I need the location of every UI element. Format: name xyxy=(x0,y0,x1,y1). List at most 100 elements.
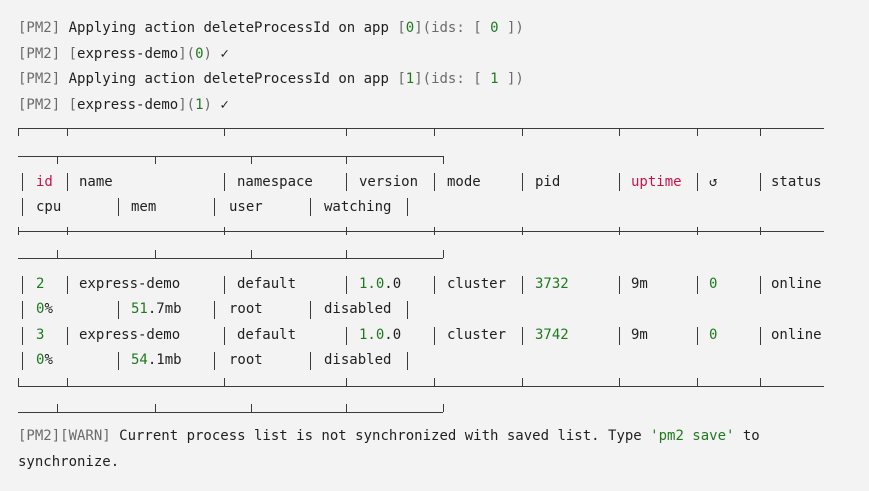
border-tick xyxy=(251,156,252,164)
col-header-mode: mode xyxy=(447,174,481,190)
app-index: 1 xyxy=(405,71,415,87)
cell-namespace: default xyxy=(237,276,297,292)
warn-suffix: to xyxy=(734,428,760,444)
col-header-name: name xyxy=(79,174,113,190)
ids-close: ]) xyxy=(498,20,524,36)
cell-pid: 3742 xyxy=(535,327,569,343)
bracket: [ xyxy=(68,46,78,62)
cell-id: 3 xyxy=(36,327,45,343)
cell-status: online xyxy=(771,276,822,292)
bracket: ] xyxy=(178,97,187,113)
cell-restarts: 0 xyxy=(709,276,718,292)
process-id: 0 xyxy=(490,20,499,36)
cell-pid: 3732 xyxy=(535,276,569,292)
warn-command: 'pm2 save' xyxy=(650,428,735,444)
border-tick xyxy=(155,156,156,164)
paren: ( xyxy=(186,97,196,113)
log-line-1: [PM2] Applying action deleteProcessId on… xyxy=(18,15,524,41)
col-header-status: status xyxy=(771,174,822,190)
bracket: [ xyxy=(397,71,406,87)
cell-watching: disabled xyxy=(324,352,392,368)
ids-close: ]) xyxy=(498,71,524,87)
bracket: [ xyxy=(68,97,78,113)
pm2-prefix: [PM2] xyxy=(18,97,61,113)
process-id: 0 xyxy=(195,46,204,62)
table-mid-border-cont xyxy=(18,258,443,259)
border-tick xyxy=(619,128,620,136)
col-header-uptime: uptime xyxy=(631,174,682,190)
border-tick xyxy=(57,156,58,164)
check-icon: ✓ xyxy=(220,46,229,62)
cell-cpu: 0% xyxy=(36,352,53,368)
ids-open: (ids: [ xyxy=(422,20,491,36)
log-line-3: [PM2] Applying action deleteProcessId on… xyxy=(18,66,524,92)
app-name: express-demo xyxy=(77,46,179,62)
border-tick xyxy=(697,128,698,136)
paren: ) xyxy=(203,46,212,62)
cell-version: 1.0.0 xyxy=(359,327,402,343)
warning-line: [PM2][WARN] Current process list is not … xyxy=(18,423,760,449)
table-top-border-cont xyxy=(18,156,443,157)
border-tick xyxy=(346,156,347,164)
table-mid-border xyxy=(18,231,824,232)
restart-icon: ↺ xyxy=(709,174,718,190)
col-header-pid: pid xyxy=(535,174,561,190)
pm2-prefix: [PM2] xyxy=(18,20,61,36)
cell-user: root xyxy=(229,301,263,317)
log-text: Applying action deleteProcessId on app xyxy=(68,20,389,36)
bracket: [ xyxy=(397,20,406,36)
border-tick xyxy=(760,128,761,136)
cell-watching: disabled xyxy=(324,301,392,317)
log-line-2: [PM2] [express-demo](0) ✓ xyxy=(18,41,229,67)
cell-name: express-demo xyxy=(79,276,181,292)
paren: ( xyxy=(186,46,196,62)
log-text: Applying action deleteProcessId on app xyxy=(68,71,389,87)
warn-text: Current process list is not synchronized… xyxy=(110,428,651,444)
paren: ) xyxy=(203,97,212,113)
warn-prefix: [PM2][WARN] xyxy=(18,428,111,444)
col-header-cpu: cpu xyxy=(36,199,62,215)
border-tick xyxy=(18,128,19,136)
cell-uptime: 9m xyxy=(631,276,648,292)
check-icon: ✓ xyxy=(220,97,229,113)
cell-mode: cluster xyxy=(447,276,507,292)
warning-line-2: synchronize. xyxy=(18,454,120,470)
cell-id: 2 xyxy=(36,276,45,292)
cell-uptime: 9m xyxy=(631,327,648,343)
process-id: 1 xyxy=(195,97,204,113)
cell-user: root xyxy=(229,352,263,368)
table-top-border xyxy=(18,128,824,129)
table-bottom-border-cont xyxy=(18,412,443,413)
cell-status: online xyxy=(771,327,822,343)
border-tick xyxy=(443,156,444,164)
log-line-4: [PM2] [express-demo](1) ✓ xyxy=(18,92,229,118)
cell-version: 1.0.0 xyxy=(359,276,402,292)
app-index: 0 xyxy=(405,20,415,36)
col-header-version: version xyxy=(359,174,419,190)
border-tick xyxy=(224,128,225,136)
cell-restarts: 0 xyxy=(709,327,718,343)
bracket: ] xyxy=(178,46,187,62)
cell-mem: 51.7mb xyxy=(131,301,182,317)
col-header-namespace: namespace xyxy=(237,174,313,190)
border-tick xyxy=(67,128,68,136)
process-id: 1 xyxy=(490,71,499,87)
border-tick xyxy=(434,128,435,136)
col-header-id: id xyxy=(36,174,53,190)
table-bottom-border xyxy=(18,386,824,387)
pm2-prefix: [PM2] xyxy=(18,46,61,62)
col-header-user: user xyxy=(229,199,263,215)
border-tick xyxy=(522,128,523,136)
cell-mode: cluster xyxy=(447,327,507,343)
col-header-mem: mem xyxy=(131,199,157,215)
cell-name: express-demo xyxy=(79,327,181,343)
bracket: ] xyxy=(414,20,423,36)
border-tick xyxy=(346,128,347,136)
cell-cpu: 0% xyxy=(36,301,53,317)
pm2-prefix: [PM2] xyxy=(18,71,61,87)
cell-mem: 54.1mb xyxy=(131,352,182,368)
cell-namespace: default xyxy=(237,327,297,343)
col-header-watching: watching xyxy=(324,199,392,215)
app-name: express-demo xyxy=(77,97,179,113)
